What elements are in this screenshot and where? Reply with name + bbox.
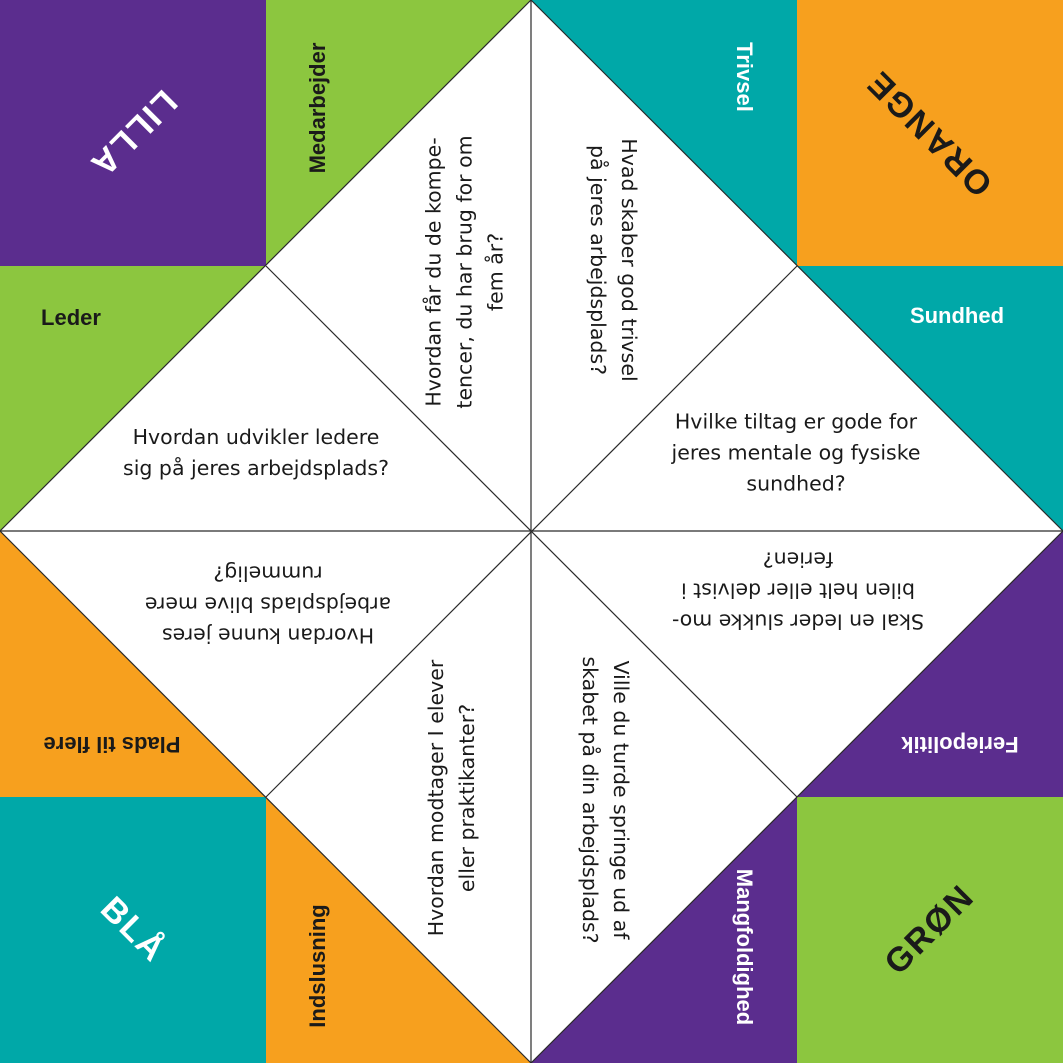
question-sundhed: Hvilke tiltag er gode for jeres mentale …	[671, 409, 921, 496]
tab-label-plads-til-flere: Plads til flere	[43, 732, 181, 757]
tab-label-sundhed: Sundhed	[909, 303, 1005, 328]
tab-label-medarbejder: Medarbejder	[305, 42, 330, 174]
corner-gron-square	[797, 797, 1063, 1063]
corner-orange-square	[797, 0, 1063, 266]
tab-label-trivsel: Trivsel	[732, 42, 757, 112]
question-feriepolitik: Skal en leder slukke mo- bilen helt elle…	[671, 547, 925, 634]
tab-label-indslusning: Indslusning	[305, 904, 330, 1028]
corner-lilla-square	[0, 0, 266, 266]
question-mangfoldighed: Ville du turde springe ud af skabet på d…	[578, 656, 633, 944]
question-plads-til-flere: Hvordan kunne jeres arbejdsplads blive m…	[144, 561, 392, 648]
question-indslusning: Hvordan modtager I elever eller praktika…	[424, 659, 479, 937]
tab-label-leder: Leder	[41, 305, 101, 330]
corner-bla-square	[0, 797, 266, 1063]
question-leder: Hvordan udvikler ledere sig på jeres arb…	[123, 425, 389, 480]
tab-label-feriepolitik: Feriepolitik	[901, 732, 1019, 757]
question-trivsel: Hvad skaber god trivsel på jeres arbejds…	[586, 138, 641, 382]
question-medarbejder: Hvordan får du de kompe- tencer, du har …	[421, 135, 508, 409]
tab-label-mangfoldighed: Mangfoldighed	[732, 868, 757, 1026]
